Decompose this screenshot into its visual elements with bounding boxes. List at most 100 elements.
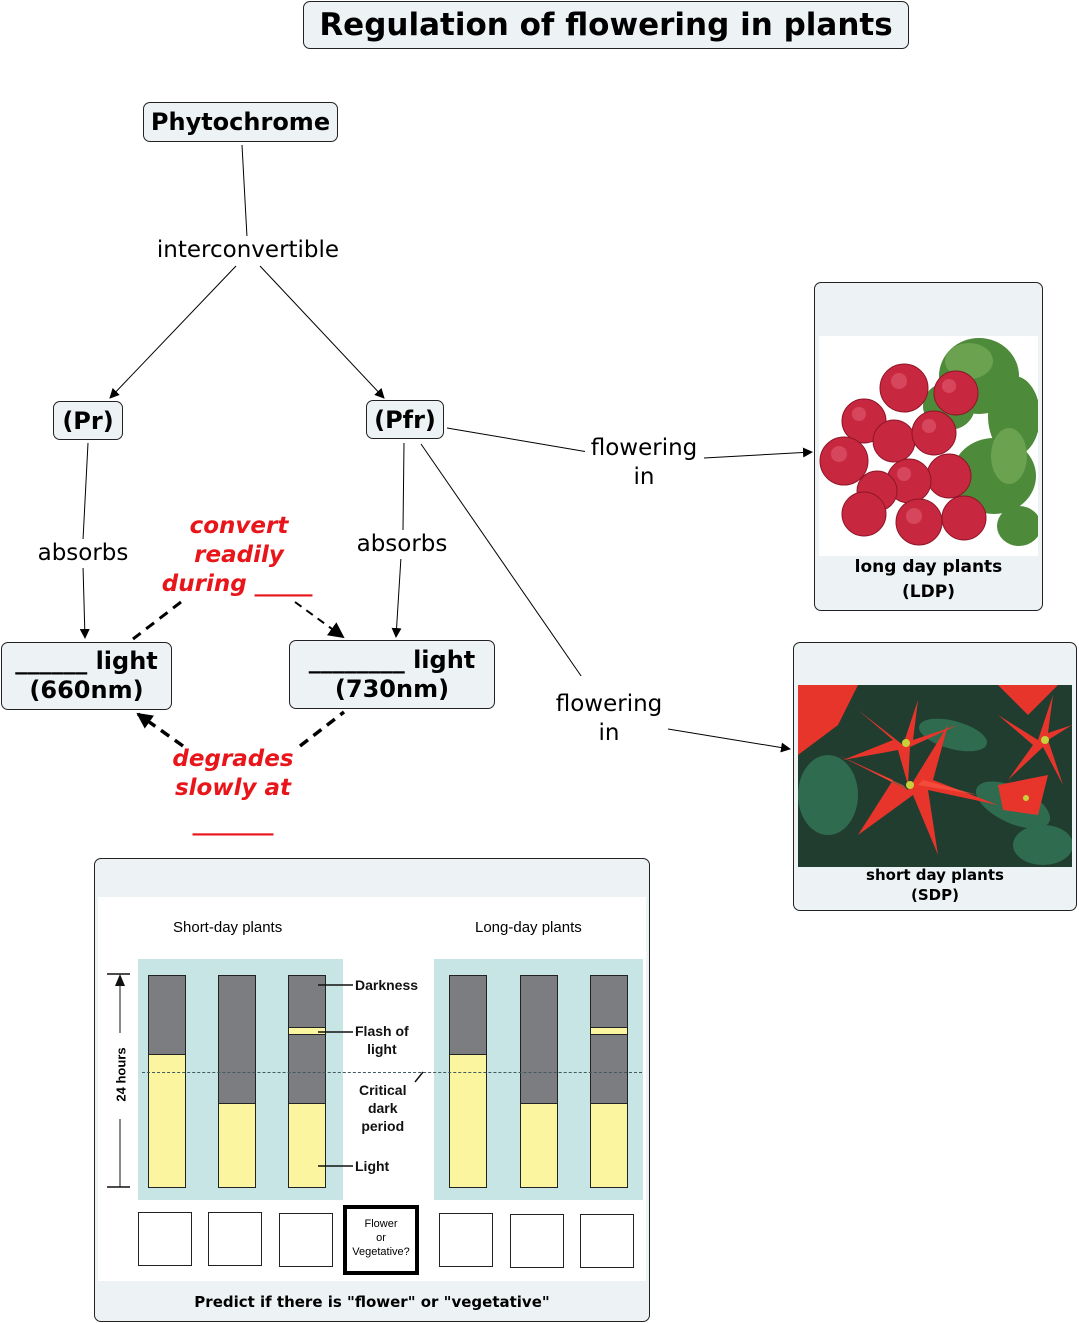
dashed-degrades-right	[298, 710, 346, 748]
degrades-line3: _______	[192, 810, 274, 836]
prompt-line2: or	[376, 1232, 386, 1244]
flowering-ldp-line2: in	[633, 464, 655, 490]
dashed-convert-left	[132, 600, 182, 641]
node-red-light-line1: ______ light	[15, 647, 158, 675]
label-flash-line2: light	[367, 1041, 397, 1057]
bar-light-segment	[450, 1054, 486, 1187]
link-pfr-absorbs	[402, 442, 405, 531]
prompt-box-flower-or-vegetative: Flower or Vegetative?	[343, 1205, 419, 1275]
label-leaders	[318, 984, 424, 1167]
node-red-light-line2: (660nm)	[29, 676, 144, 704]
ldp-caption-line1: long day plants	[854, 557, 1003, 577]
page-title-text: Regulation of flowering in plants	[319, 7, 893, 43]
link-interconvertible-pfr	[259, 265, 385, 399]
bar-short-day-2	[218, 975, 256, 1188]
card-long-day-plants[interactable]: long day plants (LDP)	[814, 282, 1043, 611]
short-day-title: Short-day plants	[173, 919, 283, 936]
dashed-degrades-left	[136, 712, 185, 748]
sdp-caption-line1: short day plants	[866, 866, 1004, 884]
label-darkness: Darkness	[355, 977, 419, 993]
poinsettia-photo	[798, 685, 1072, 867]
node-far-red-light-line2: (730nm)	[334, 674, 450, 703]
card-short-day-plants[interactable]: short day plants (SDP)	[793, 642, 1077, 911]
bar-light-segment	[219, 1102, 255, 1187]
link-label-flowering-ldp: ________ flowering in	[585, 420, 703, 492]
bar-light-segment	[591, 1102, 627, 1187]
bar-light-segment	[521, 1102, 557, 1187]
convert-line2: readily	[194, 542, 284, 568]
node-pr-label: (Pr)	[62, 406, 114, 435]
link-pr-absorbs	[82, 442, 89, 541]
sdp-caption-line2: (SDP)	[911, 886, 959, 904]
flowering-ldp-blank: ________	[598, 420, 690, 434]
label-critical-line2: dark	[367, 1100, 398, 1116]
link-absorbs-far-red-light	[391, 556, 402, 638]
ldp-caption: long day plants (LDP)	[815, 555, 1042, 605]
link-label-flowering-sdp: ________ flowering in	[550, 676, 668, 748]
node-pfr[interactable]: (Pfr)	[366, 400, 444, 439]
label-critical-dark-period: Critical dark period	[359, 1081, 406, 1135]
sdp-caption: short day plants (SDP)	[794, 865, 1076, 905]
answer-box-2[interactable]	[208, 1212, 262, 1266]
bar-long-day-2	[520, 975, 558, 1188]
degrades-line2: slowly at	[174, 775, 292, 801]
bar-flash-segment	[289, 1026, 325, 1036]
link-interconvertible-pr	[109, 265, 237, 399]
figure-image: Short-day plants Long-day plants 24 hour…	[98, 897, 646, 1281]
page-title: Regulation of flowering in plants	[303, 1, 909, 49]
figure-caption: Predict if there is "flower" or "vegetat…	[194, 1293, 550, 1311]
link-absorbs-red-light	[79, 565, 90, 639]
bar-flash-segment	[591, 1026, 627, 1036]
bar-long-day-1	[449, 975, 487, 1188]
node-far-red-light[interactable]: ________ light (730nm)	[289, 640, 495, 709]
ldp-caption-line2: (LDP)	[902, 582, 955, 602]
answer-box-6[interactable]	[580, 1214, 634, 1268]
label-light: Light	[355, 1158, 390, 1174]
dashed-convert-right	[294, 601, 345, 639]
node-phytochrome[interactable]: Phytochrome	[143, 102, 338, 142]
node-pfr-label: (Pfr)	[374, 405, 436, 434]
convert-line3: during _____	[161, 571, 313, 597]
flowering-sdp-blank: ________	[563, 676, 655, 690]
label-flash-line1: Flash of	[355, 1023, 409, 1039]
bar-long-day-3	[590, 975, 628, 1188]
flowering-sdp-line1: flowering	[555, 691, 663, 717]
bar-short-day-1	[148, 975, 186, 1188]
answer-box-5[interactable]	[510, 1214, 564, 1268]
link-label-interconvertible: interconvertible	[150, 236, 346, 265]
critical-dark-line	[142, 1072, 642, 1073]
link-flowering-ldp-card	[703, 447, 813, 459]
answer-box-3[interactable]	[279, 1213, 333, 1267]
annotation-convert-readily: convert readily during _____	[142, 512, 332, 599]
link-label-absorbs-left: absorbs	[33, 539, 133, 568]
degrades-line1: degrades	[172, 746, 294, 772]
link-pfr-flowering-sdp	[420, 443, 589, 687]
answer-box-4[interactable]	[439, 1213, 493, 1267]
poinsettia-icon	[798, 685, 1072, 867]
card-photoperiod-figure[interactable]: Short-day plants Long-day plants 24 hour…	[94, 858, 650, 1322]
label-critical-line3: period	[361, 1118, 405, 1134]
axis-label-24-hours: 24 hours	[113, 1047, 129, 1102]
bar-light-segment	[149, 1054, 185, 1187]
radish-icon	[819, 338, 1038, 546]
long-day-title: Long-day plants	[475, 919, 582, 936]
label-critical-line1: Critical	[359, 1082, 407, 1098]
node-pr[interactable]: (Pr)	[53, 401, 123, 440]
link-pfr-flowering-ldp	[446, 427, 589, 453]
convert-line1: convert	[189, 513, 289, 539]
answer-box-1[interactable]	[138, 1212, 192, 1266]
label-flash-of-light: Flash of light	[355, 1022, 409, 1058]
bar-short-day-3	[288, 975, 326, 1188]
node-phytochrome-label: Phytochrome	[150, 108, 331, 136]
prompt-line3: Vegetative?	[352, 1246, 410, 1258]
link-label-absorbs-right: absorbs	[352, 530, 452, 559]
node-red-light[interactable]: ______ light (660nm)	[1, 642, 172, 710]
flowering-sdp-line2: in	[598, 720, 620, 746]
link-flowering-sdp-card	[667, 728, 791, 753]
axis-24-hours	[107, 973, 130, 1188]
flowering-ldp-line1: flowering	[590, 435, 698, 461]
radish-photo	[819, 336, 1038, 556]
bar-light-segment	[289, 1102, 325, 1187]
prompt-line1: Flower	[364, 1218, 398, 1230]
